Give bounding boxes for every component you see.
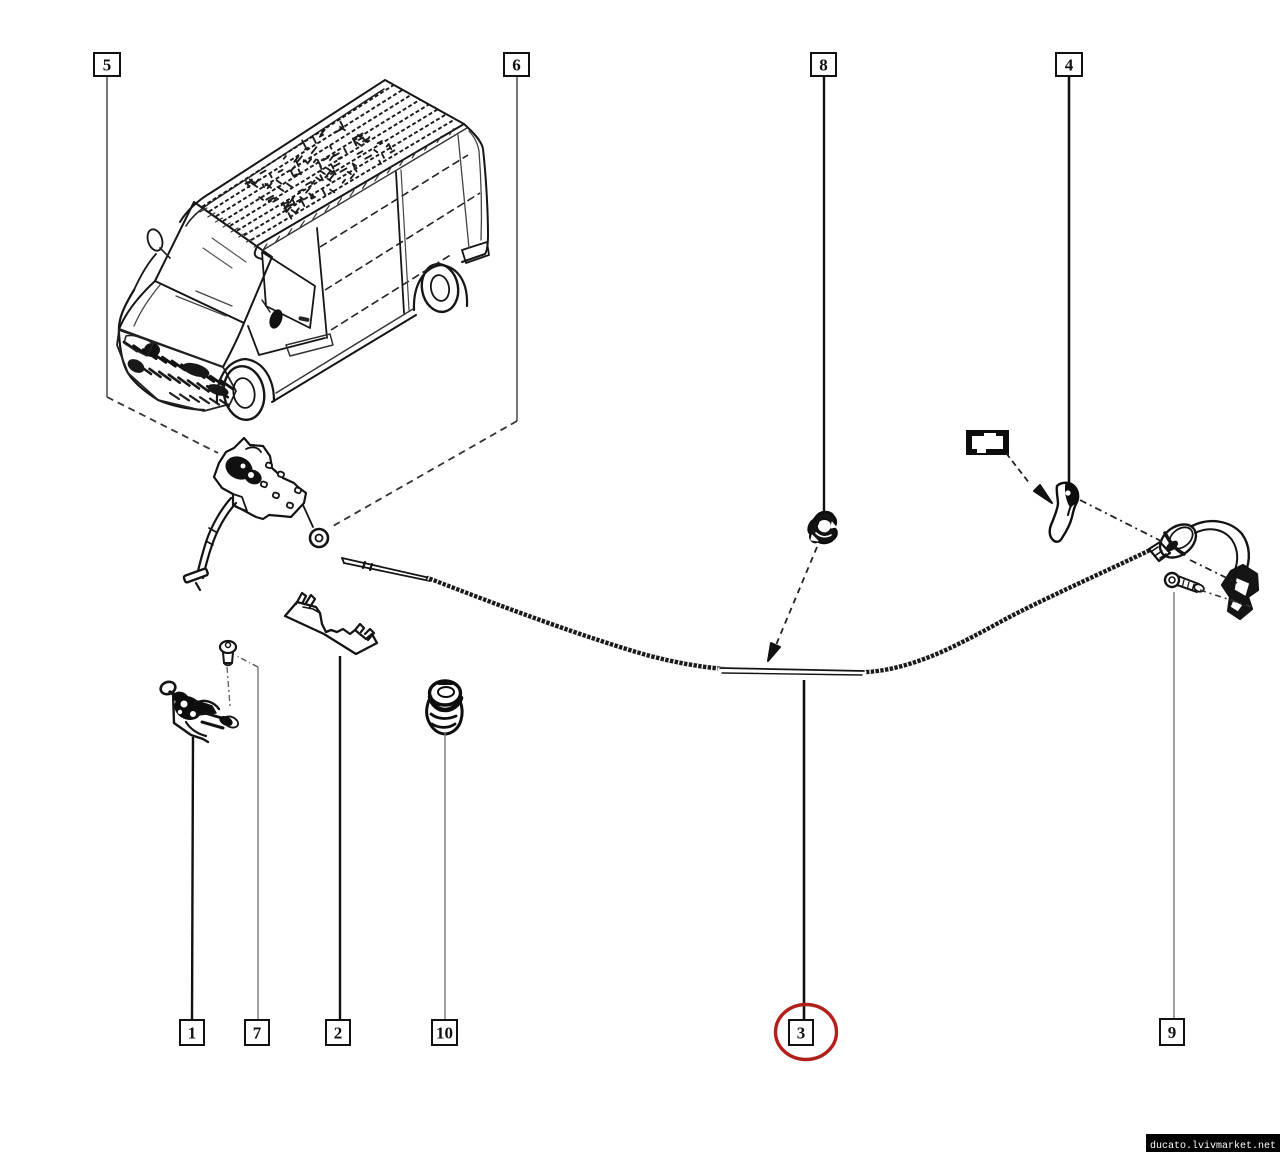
svg-text:3: 3 [797,1024,806,1043]
svg-text:8: 8 [819,56,828,75]
svg-text:1: 1 [188,1024,197,1043]
svg-text:10: 10 [436,1024,453,1043]
svg-text:6: 6 [512,56,521,75]
svg-text:2: 2 [334,1024,343,1043]
svg-text:9: 9 [1168,1023,1177,1042]
svg-text:5: 5 [103,56,112,75]
svg-text:ducato.lvivmarket.net: ducato.lvivmarket.net [1150,1140,1276,1152]
svg-text:7: 7 [253,1024,262,1043]
svg-text:4: 4 [1065,56,1074,75]
